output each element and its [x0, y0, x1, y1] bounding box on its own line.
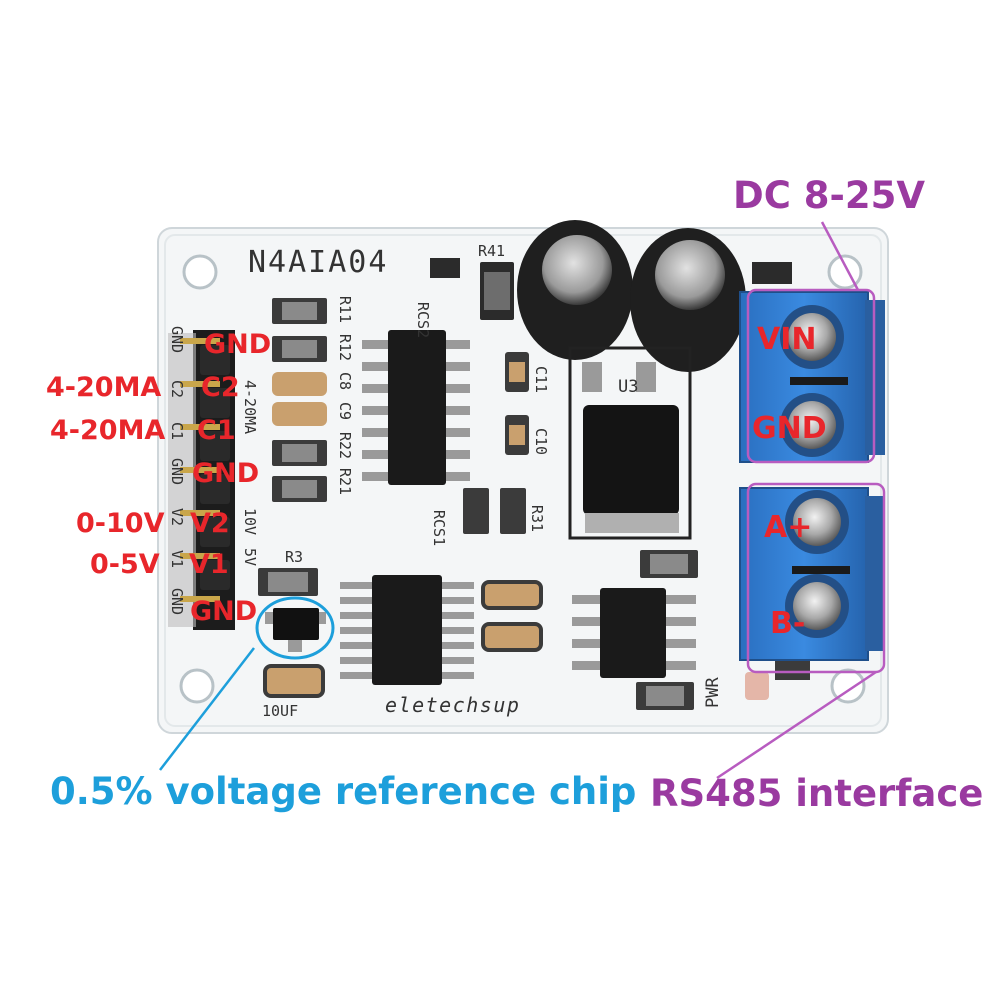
pin-label-c1: C1 [197, 415, 236, 446]
board-brand: eletechsup [385, 693, 520, 717]
callout-graphics [159, 221, 886, 780]
silk-header-c1: C1 [168, 422, 186, 440]
smd-passives [258, 258, 810, 710]
silk-10v: 10V [241, 508, 259, 535]
ic-soic-bottom [340, 575, 474, 685]
ic-rs485-transceiver [572, 588, 696, 678]
silk-r12: R12 [336, 334, 354, 361]
silk-header-c2: C2 [168, 380, 186, 398]
terminal-label-a-plus: A+ [764, 510, 813, 545]
silk-5v: 5V [241, 548, 259, 566]
silk-r21: R21 [336, 468, 354, 495]
silk-header-gnd-1: GND [168, 326, 186, 353]
silk-header-gnd-2: GND [168, 458, 186, 485]
ic-regulator-u3 [568, 346, 692, 540]
pin-label-gnd-2: GND [192, 458, 260, 489]
electrolytic-capacitors [517, 220, 746, 372]
silk-header-gnd-3: GND [168, 588, 186, 615]
silkscreen-text: N4AIA04 eletechsup R41 RCS2 R11 R12 C8 C… [168, 242, 723, 720]
silk-r41: R41 [478, 242, 505, 260]
mounting-holes [179, 254, 866, 704]
terminal-label-gnd: GND [752, 411, 827, 446]
silk-r11: R11 [336, 296, 354, 323]
silk-4-20ma: 4-20MA [241, 380, 259, 434]
pin-label-gnd-1: GND [204, 329, 272, 360]
pin-label-v2: V2 [190, 508, 230, 539]
callout-voltage-reference: 0.5% voltage reference chip [50, 770, 637, 813]
silk-pwr: PWR [703, 677, 723, 708]
silk-r22: R22 [336, 432, 354, 459]
silk-header-v2: V2 [168, 508, 186, 526]
silk-rcs2: RCS2 [414, 302, 432, 338]
pin-label-c2-prefix: 4-20MA [46, 372, 162, 403]
pin-header [168, 330, 235, 630]
pin-label-v2-prefix: 0-10V [76, 508, 165, 539]
pin-label-c2: C2 [201, 372, 240, 403]
silk-r3: R3 [285, 548, 303, 566]
pin-label-v1: V1 [189, 549, 229, 580]
board-model: N4AIA04 [248, 245, 388, 280]
silk-r31: R31 [528, 505, 546, 532]
silk-c11: C11 [532, 366, 550, 393]
pin-label-c1-prefix: 4-20MA [50, 415, 166, 446]
silk-header-v1: V1 [168, 550, 186, 568]
terminal-label-vin: VIN [757, 322, 817, 357]
terminal-block-power [739, 291, 885, 463]
terminal-block-rs485 [739, 487, 885, 661]
silk-u3: U3 [618, 377, 638, 397]
terminal-label-b-minus: B- [770, 606, 806, 641]
voltage-reference-chip [255, 596, 335, 660]
silk-10uf: 10UF [262, 702, 298, 720]
pin-label-v1-prefix: 0-5V [90, 549, 160, 580]
ic-soic-top [362, 330, 470, 485]
silk-rcs1: RCS1 [430, 510, 448, 546]
silk-c10: C10 [532, 428, 550, 455]
silk-c9: C9 [336, 402, 354, 420]
pin-label-gnd-3: GND [190, 596, 258, 627]
callout-rs485-interface: RS485 interface [650, 772, 984, 815]
silk-c8: C8 [336, 372, 354, 390]
callout-power-supply: DC 8-25V [733, 174, 925, 217]
